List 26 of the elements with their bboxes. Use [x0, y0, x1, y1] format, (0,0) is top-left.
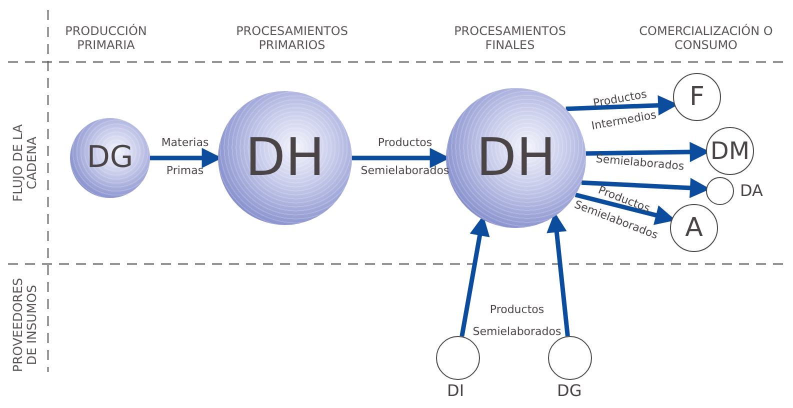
node-label: DG	[86, 143, 134, 173]
node-caption: DI	[447, 381, 464, 400]
column-header: COMERCIALIZACIÓN O CONSUMO	[638, 24, 774, 52]
column-header: PRODUCCIÓN PRIMARIA	[64, 24, 148, 52]
circle-node	[548, 336, 592, 380]
node-label: A	[685, 215, 703, 241]
column-header: PROCESAMIENTOS FINALES	[453, 24, 567, 52]
node-label: F	[690, 84, 704, 110]
flow-label: Productos Semielaborados	[472, 302, 562, 340]
row-header: PROVEEDORES DE INSUMOS	[11, 276, 39, 374]
circle-node	[673, 73, 721, 121]
circle-node	[706, 127, 754, 175]
node-caption: DG	[557, 381, 582, 400]
edge-label: Productos Intermedios	[589, 86, 658, 134]
arrow	[460, 216, 490, 337]
column-header: PROCESAMIENTOS PRIMARIOS	[235, 24, 349, 52]
circle-node	[436, 336, 480, 380]
circle-node	[670, 204, 718, 252]
node-caption: DA	[740, 181, 763, 200]
node-label: DH	[476, 132, 556, 184]
edge-label: Materias Primas	[160, 135, 210, 179]
row-header: FLUJO DE LA CADENA	[11, 123, 39, 204]
node-label: DM	[710, 139, 750, 163]
edge-label: Semielaborados	[594, 152, 686, 174]
node-label: DH	[245, 132, 325, 184]
circle-node	[706, 177, 734, 205]
